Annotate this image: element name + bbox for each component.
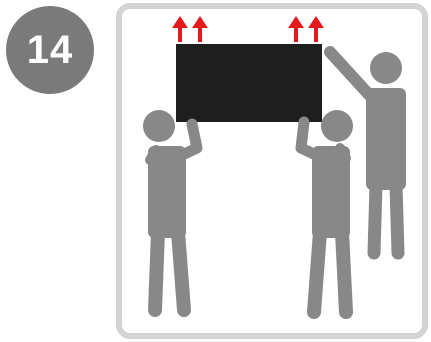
person-middle — [301, 110, 353, 312]
person-left-head — [143, 110, 175, 142]
person-right-arm — [330, 52, 372, 98]
person-middle-head — [321, 110, 353, 142]
up-arrow-icon — [308, 16, 324, 42]
up-arrow-icon — [192, 16, 208, 42]
person-left — [143, 110, 197, 310]
tv-screen — [176, 44, 322, 122]
person-right-leg-right — [396, 185, 398, 253]
up-arrow-icon — [172, 16, 188, 42]
person-middle-leg-left — [314, 232, 320, 312]
person-left-arm-back — [150, 150, 156, 160]
lift-arrows — [172, 16, 324, 42]
up-arrow-icon — [288, 16, 304, 42]
person-middle-arm-front — [301, 122, 318, 156]
person-right-leg-left — [374, 185, 376, 253]
person-middle-arm-back — [340, 148, 346, 158]
person-left-arm-front — [180, 124, 197, 156]
person-left-leg-left — [155, 232, 158, 310]
person-left-leg-right — [178, 232, 184, 310]
person-middle-leg-right — [342, 232, 346, 312]
person-right-head — [370, 52, 402, 84]
